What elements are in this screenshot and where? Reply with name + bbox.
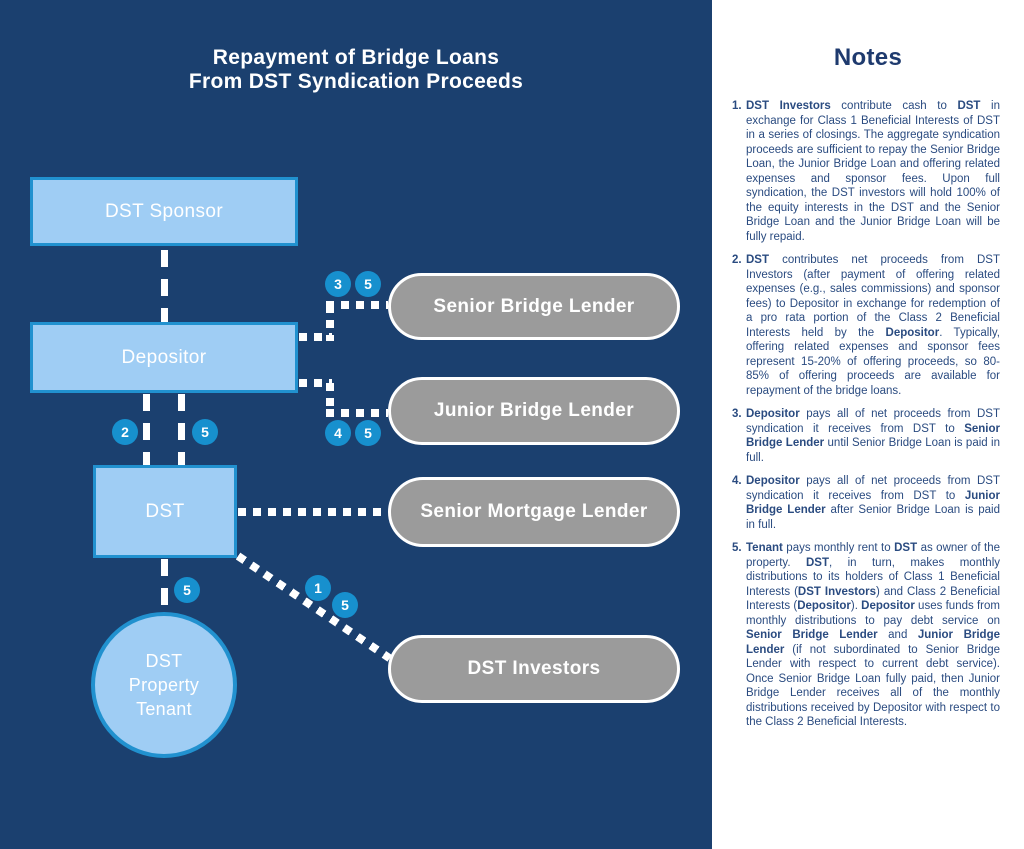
note-text: Tenant pays monthly rent to DST as owner… (746, 542, 1001, 728)
note-text: Depositor pays all of net proceeds from … (746, 475, 1000, 531)
badge-step-3: 3 (325, 271, 351, 297)
note-item: 5. Tenant pays monthly rent to DST as own… (732, 541, 1000, 730)
notes-title: Notes (833, 44, 903, 71)
connector-dst-investors (235, 552, 392, 662)
tenant-line-3: Tenant (136, 699, 192, 719)
connector-dst-mortgage (238, 508, 388, 516)
note-number: 5. (732, 542, 742, 554)
node-junior-bridge-lender: Junior Bridge Lender (388, 377, 680, 445)
connector-depositor-dst-left (143, 394, 150, 465)
node-dst-label: DST (145, 500, 185, 522)
note-item: 1. DST Investors contribute cash to DST i… (732, 99, 1000, 244)
badge-step-5-junior: 5 (355, 420, 381, 446)
senior-bridge-label: Senior Bridge Lender (433, 295, 635, 317)
diagram-title-line2: From DST Syndication Proceeds (188, 70, 524, 93)
diagram-title: Repayment of Bridge Loans From DST Syndi… (0, 46, 712, 94)
note-item: 4. Depositor pays all of net proceeds fro… (732, 474, 1000, 532)
connector-depositor-dst-right (178, 394, 185, 465)
badge-step-2: 2 (112, 419, 138, 445)
connector-depositor-junior-bottom (326, 409, 388, 417)
connector-depositor-junior-drop (326, 383, 334, 417)
note-text: DST Investors contribute cash to DST in … (746, 100, 1000, 243)
note-number: 1. (732, 100, 742, 112)
badge-step-5-investors: 5 (332, 592, 358, 618)
note-number: 2. (732, 254, 742, 266)
node-dst-sponsor-label: DST Sponsor (104, 200, 224, 222)
badge-step-4: 4 (325, 420, 351, 446)
note-number: 4. (732, 475, 742, 487)
node-depositor-label: Depositor (121, 346, 207, 368)
badge-step-5-tenant: 5 (174, 577, 200, 603)
node-depositor: Depositor (30, 322, 298, 393)
note-item: 2. DST contributes net proceeds from DST … (732, 253, 1000, 398)
dst-investors-label: DST Investors (467, 658, 601, 679)
senior-mortgage-label: Senior Mortgage Lender (420, 501, 648, 522)
node-dst: DST (93, 465, 237, 558)
notes-list: 1. DST Investors contribute cash to DST i… (732, 99, 1000, 730)
connector-depositor-senior-riser (326, 305, 334, 341)
connector-sponsor-depositor (161, 250, 168, 322)
diagram-title-line1: Repayment of Bridge Loans (212, 46, 500, 69)
node-senior-bridge-lender: Senior Bridge Lender (388, 273, 680, 340)
badge-step-5-depositor: 5 (192, 419, 218, 445)
node-dst-sponsor: DST Sponsor (30, 177, 298, 246)
notes-panel: Notes 1. DST Investors contribute cash to… (712, 0, 1024, 849)
note-text: Depositor pays all of net proceeds from … (746, 408, 1000, 464)
connector-depositor-senior-top (326, 301, 388, 309)
note-item: 3. Depositor pays all of net proceeds fro… (732, 407, 1000, 465)
tenant-line-2: Property (128, 675, 200, 695)
node-dst-property-tenant: DST Property Tenant (91, 612, 237, 758)
connector-depositor-senior-stub (299, 333, 332, 341)
diagram-panel: Repayment of Bridge Loans From DST Syndi… (0, 0, 712, 849)
node-senior-mortgage-lender: Senior Mortgage Lender (388, 477, 680, 547)
badge-step-1: 1 (305, 575, 331, 601)
node-dst-investors: DST Investors (388, 635, 680, 703)
note-text: DST contributes net proceeds from DST In… (746, 254, 1000, 397)
tenant-line-1: DST (145, 651, 183, 671)
note-number: 3. (732, 408, 742, 420)
connector-depositor-junior-stub (299, 379, 332, 387)
connector-dst-tenant (161, 559, 168, 612)
badge-step-5-senior: 5 (355, 271, 381, 297)
junior-bridge-label: Junior Bridge Lender (433, 400, 635, 421)
